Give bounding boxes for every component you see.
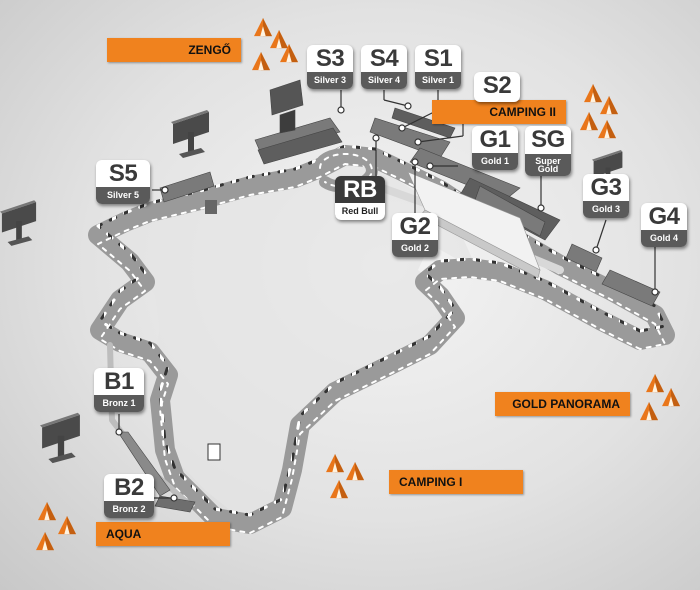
stand-badge-s3[interactable]: S3 Silver 3	[307, 45, 353, 89]
stand-badge-g4[interactable]: G4 Gold 4	[641, 203, 687, 247]
stand-badge-g1[interactable]: G1 Gold 1	[472, 126, 518, 170]
stand-code: G4	[648, 203, 680, 230]
stand-code: G3	[590, 174, 622, 201]
stand-name: Gold 4	[641, 230, 687, 247]
stand-name: Silver 5	[96, 187, 150, 204]
stand-code: S3	[315, 45, 345, 72]
stand-code: S4	[369, 45, 399, 72]
stand-name: Silver 1	[415, 72, 461, 89]
stand-code: S1	[423, 45, 453, 72]
area-zengo[interactable]: ZENGŐ	[107, 38, 241, 62]
stand-badge-g2[interactable]: G2 Gold 2	[392, 213, 438, 257]
stand-badge-s5[interactable]: S5 Silver 5	[96, 160, 150, 204]
stand-code: G1	[479, 126, 511, 153]
stand-badge-s4[interactable]: S4 Silver 4	[361, 45, 407, 89]
grandstands	[117, 79, 661, 513]
area-camping-ii[interactable]: CAMPING II	[432, 100, 566, 124]
stand-code: S2	[482, 72, 512, 99]
stand-name: Bronz 2	[104, 501, 154, 518]
stand-badge-g3[interactable]: G3 Gold 3	[583, 174, 629, 218]
stand-name: Gold 1	[472, 153, 518, 170]
stand-name: Silver 4	[361, 72, 407, 89]
stand-name: Bronz 1	[94, 395, 144, 412]
stand-name: Super Gold	[525, 154, 571, 176]
stand-badge-b2[interactable]: B2 Bronz 2	[104, 474, 154, 518]
stand-code: B1	[104, 368, 134, 395]
screen-icon	[40, 412, 80, 464]
stand-code: S5	[108, 160, 138, 187]
stand-code: G2	[399, 213, 431, 240]
screen-icon	[0, 200, 37, 246]
stand-badge-s2[interactable]: S2	[474, 72, 520, 102]
screen-icon	[171, 110, 209, 158]
stand-name: Gold 3	[583, 201, 629, 218]
area-camping-i[interactable]: CAMPING I	[389, 470, 523, 494]
stand-code: RB	[343, 176, 377, 203]
stand-name: Gold 2	[392, 240, 438, 257]
stand-badge-b1[interactable]: B1 Bronz 1	[94, 368, 144, 412]
stand-name: Red Bull	[335, 203, 385, 220]
stand-badge-s1[interactable]: S1 Silver 1	[415, 45, 461, 89]
area-aqua[interactable]: AQUA	[96, 522, 230, 546]
stand-badge-sg[interactable]: SG Super Gold	[525, 126, 571, 176]
stand-code: SG	[531, 126, 565, 153]
stand-code: B2	[114, 474, 144, 501]
stand-name: Silver 3	[307, 72, 353, 89]
area-gold-panorama[interactable]: GOLD PANORAMA	[495, 392, 630, 416]
stand-badge-rb[interactable]: RB Red Bull	[335, 176, 385, 220]
